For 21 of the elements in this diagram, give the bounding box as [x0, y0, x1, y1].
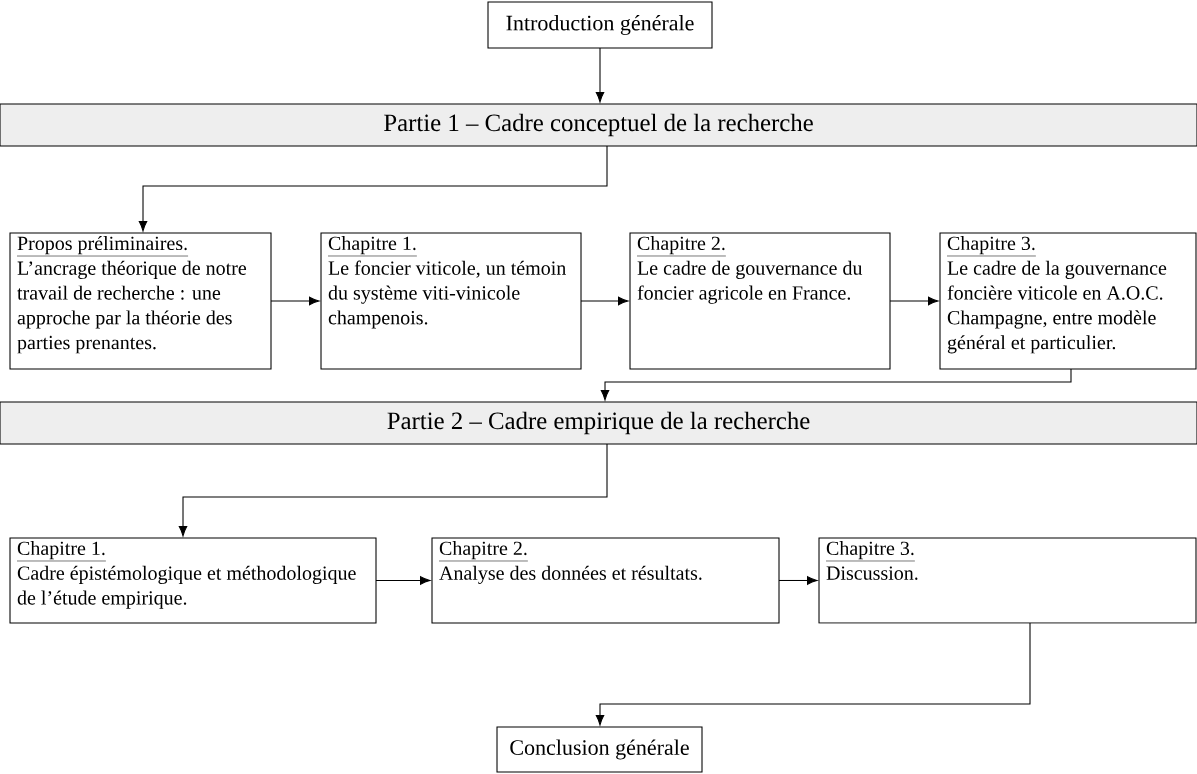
- arrow: [375, 576, 431, 585]
- chapter-box: Chapitre 1. Le foncier viticole, un témoin du système viti-vinicole champenois.: [320, 232, 582, 370]
- chapter-box: Chapitre 2. Analyse des données et résultats.: [431, 537, 780, 624]
- arrow: [270, 296, 320, 306]
- chapter-box: Chapitre 1. Cadre épistémologique et méthodologique de l’étude empirique.: [9, 537, 377, 624]
- arrow: [595, 47, 605, 103]
- arrow: [889, 296, 939, 306]
- part-band: Partie 2 – Cadre empirique de la recherche: [0, 401, 1197, 445]
- chapter-box: Chapitre 3. Le cadre de la gouvernance foncière viticole en A.O.C. Champagne, entre modèle général et particulier.: [939, 232, 1197, 370]
- arrow: [178, 443, 608, 537]
- arrow: [138, 145, 608, 232]
- arrow: [778, 576, 818, 585]
- chapter-box: Chapitre 3. Discussion.: [818, 537, 1197, 624]
- chapter-box: Propos préliminaires. L’ancrage théorique de notre travail de recherche : une approche par la théorie des parties prenantes.: [9, 232, 272, 370]
- section-box: Conclusion générale: [496, 726, 703, 773]
- arrow: [580, 296, 629, 306]
- arrow: [595, 622, 1031, 726]
- arrow: [600, 368, 1072, 401]
- section-box: Introduction générale: [487, 1, 713, 49]
- part-band: Partie 1 – Cadre conceptuel de la recherche: [0, 103, 1197, 147]
- chapter-box: Chapitre 2. Le cadre de gouvernance du foncier agricole en France.: [629, 232, 891, 370]
